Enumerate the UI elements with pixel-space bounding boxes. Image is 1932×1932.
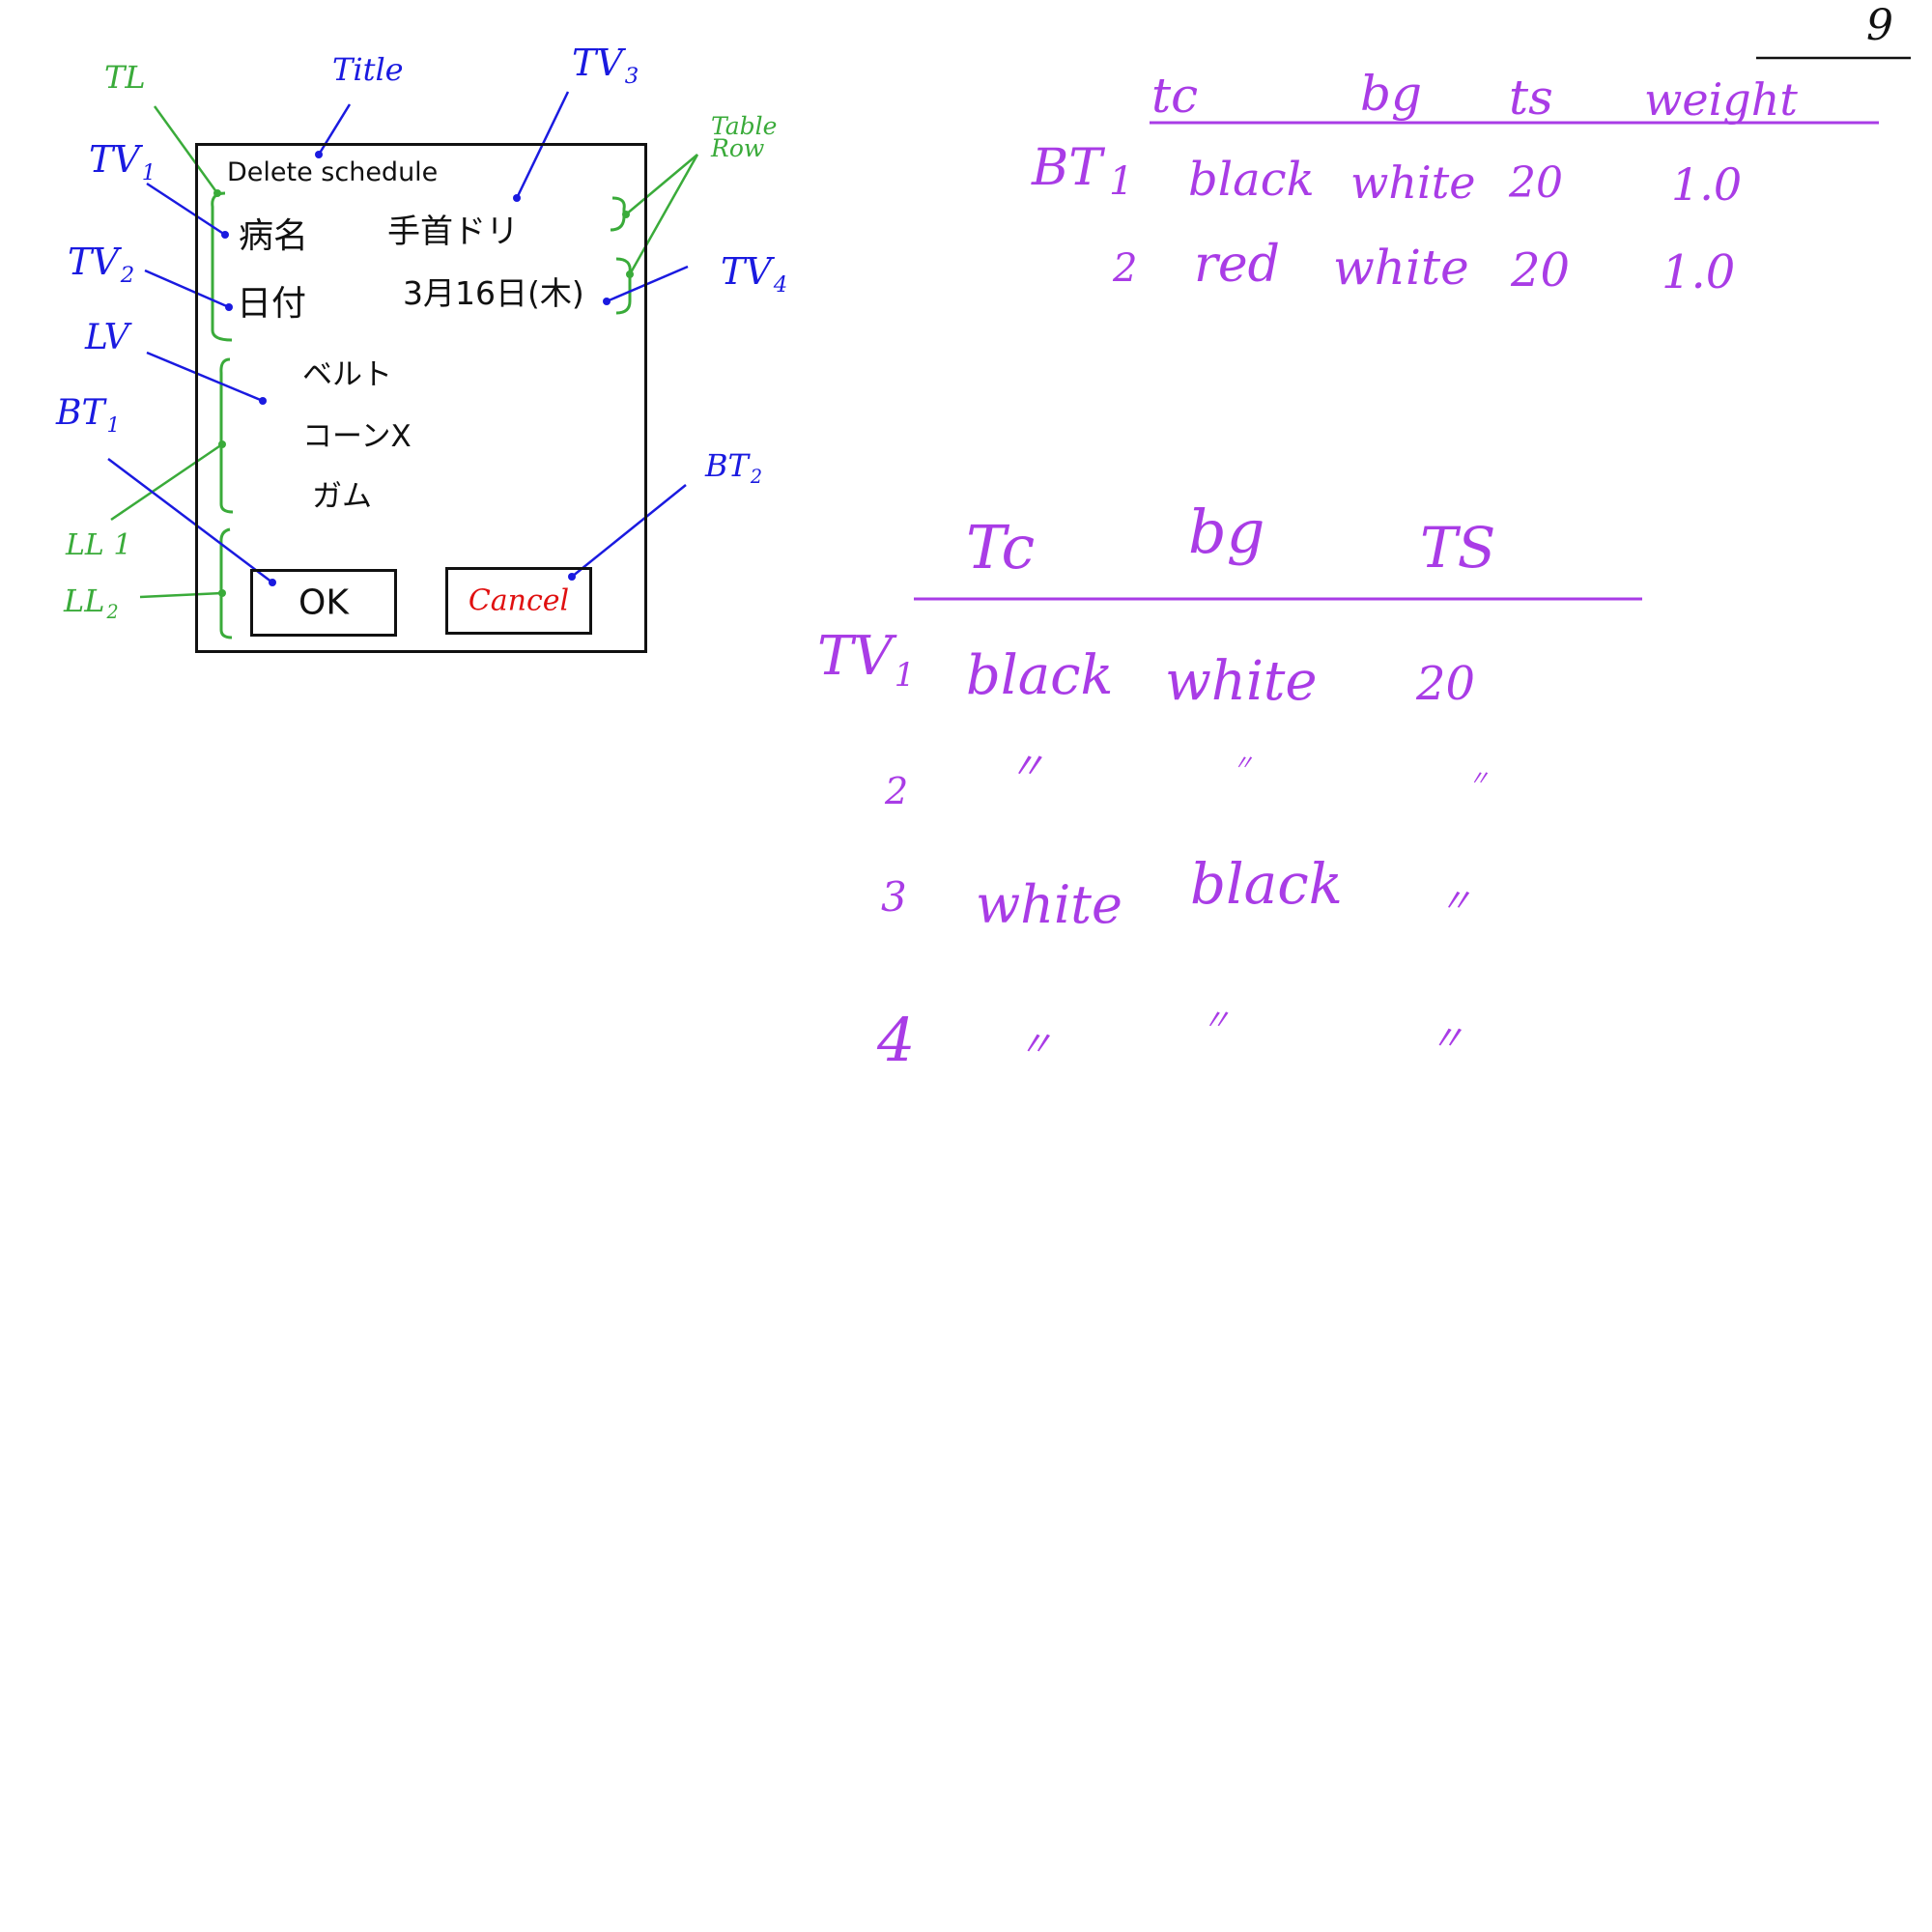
title-leader xyxy=(317,103,352,156)
bt-table-cell: 1.0 xyxy=(1671,158,1743,211)
table-row-leader-2 xyxy=(628,154,699,275)
ll1-annotation: LL 1 xyxy=(66,528,132,562)
list-item[interactable]: ベルト xyxy=(302,357,392,392)
table-row-leader-1 xyxy=(625,154,698,215)
bt2-leader xyxy=(571,484,687,578)
lv-annotation: LV xyxy=(85,318,129,357)
row1-value: 手首ドリ xyxy=(387,213,519,251)
tv3-annotation: TV3 xyxy=(572,42,639,89)
ok-button-label: OK xyxy=(298,582,349,623)
bt-table-cell: 1.0 xyxy=(1662,245,1736,299)
tv-table-cell: 〃 xyxy=(1439,882,1472,921)
tv-table-cell: 〃 xyxy=(1468,767,1491,791)
bt-table-cell: white xyxy=(1350,156,1476,209)
bt1-annotation: BT1 xyxy=(56,393,121,438)
table-row-bracket-2 xyxy=(615,257,632,315)
bt-table-header: ts xyxy=(1509,70,1553,126)
row1-label: 病名 xyxy=(239,216,309,256)
bt-table-header: tc xyxy=(1151,68,1199,124)
lv-leader xyxy=(146,351,264,403)
tv-table-cell: 20 xyxy=(1416,657,1476,711)
dialog-title: Delete schedule xyxy=(227,157,439,187)
tv-table-index: 3 xyxy=(881,873,907,921)
bt-table-cell: black xyxy=(1188,153,1315,207)
cancel-button-label: Cancel xyxy=(468,583,570,618)
tv-table-header: TS xyxy=(1420,515,1496,581)
bt1-leader xyxy=(107,458,273,583)
ok-button[interactable]: OK xyxy=(250,569,397,637)
tv1-leader xyxy=(146,182,226,237)
tv-table-cell: 〃 xyxy=(1233,752,1255,776)
ll-bracket xyxy=(219,527,233,639)
row2-value: 3月16日(木) xyxy=(403,274,584,312)
tv-table-cell: white xyxy=(1165,650,1318,713)
row2-label: 日付 xyxy=(237,284,307,324)
tv-table-row-label: TV1 xyxy=(817,625,916,694)
list-item[interactable]: コーンX xyxy=(302,419,412,454)
ll2-leader xyxy=(139,591,223,599)
bt-table-cell: 20 xyxy=(1511,243,1571,298)
tv-table-cell: 〃 xyxy=(1430,1019,1465,1059)
bt-table-index: 2 xyxy=(1113,246,1138,291)
bt-table-header: bg xyxy=(1360,66,1423,122)
tv4-leader xyxy=(606,265,689,303)
tv-table-cell: black xyxy=(1190,851,1343,917)
tv-table-index: 2 xyxy=(885,770,909,812)
tv4-annotation: TV4 xyxy=(721,250,788,298)
tv-table-cell: black xyxy=(966,644,1114,707)
tv-table-header: Tc xyxy=(966,512,1036,582)
page-number: 9 xyxy=(1866,1,1893,50)
tv-table-header: bg xyxy=(1188,497,1265,567)
tv-table-cell: 〃 xyxy=(1009,745,1046,787)
tv1-annotation: TV1 xyxy=(89,138,156,185)
tv-table-cell: 〃 xyxy=(1202,1004,1231,1037)
bt-table-header: weight xyxy=(1644,73,1798,126)
list-item[interactable]: ガム xyxy=(312,479,372,514)
tv2-annotation: TV2 xyxy=(68,241,135,288)
ll1-leader xyxy=(110,442,223,522)
dialog-mockup: Delete schedule 病名 手首ドリ 日付 3月16日(木) ベルト … xyxy=(195,143,647,653)
bt-table-cell: red xyxy=(1194,236,1280,294)
tl-annotation: TL xyxy=(104,59,146,96)
tv-table-index: 4 xyxy=(877,1005,916,1075)
bt-table-cell: 20 xyxy=(1509,158,1563,208)
title-annotation: Title xyxy=(332,51,404,88)
lv-bracket xyxy=(219,357,234,514)
tv-table-cell: white xyxy=(976,874,1122,935)
bt-table-row-label: BT xyxy=(1032,139,1102,197)
tv2-leader xyxy=(144,269,230,309)
cancel-button[interactable]: Cancel xyxy=(445,567,592,635)
table-row-annotation: Table Row xyxy=(711,112,778,162)
bt-table-cell: white xyxy=(1333,240,1469,296)
bt-table-index: 1 xyxy=(1109,159,1134,204)
tl-leader xyxy=(153,105,219,194)
tv-table-cell: 〃 xyxy=(1018,1025,1054,1065)
